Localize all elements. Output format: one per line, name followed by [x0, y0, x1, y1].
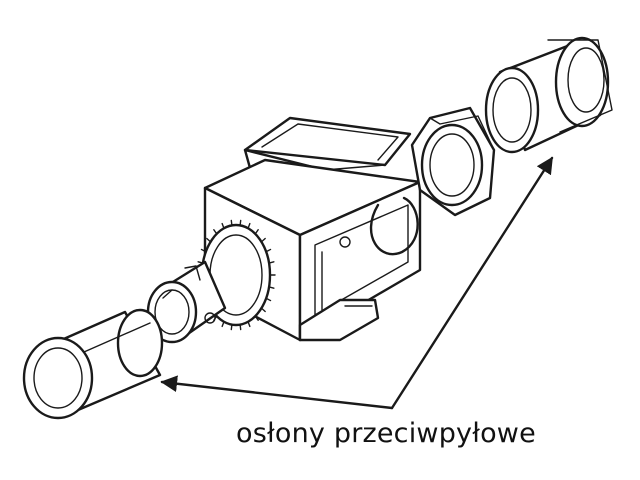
callout-arrow-right	[390, 156, 554, 410]
callout-arrow-left	[160, 375, 394, 410]
hex-nut	[410, 106, 496, 217]
callout-arrows	[160, 156, 554, 410]
caption-label: osłony przeciwpyłowe	[236, 418, 536, 449]
left-dust-cap	[22, 308, 164, 420]
right-dust-cap	[484, 36, 613, 154]
